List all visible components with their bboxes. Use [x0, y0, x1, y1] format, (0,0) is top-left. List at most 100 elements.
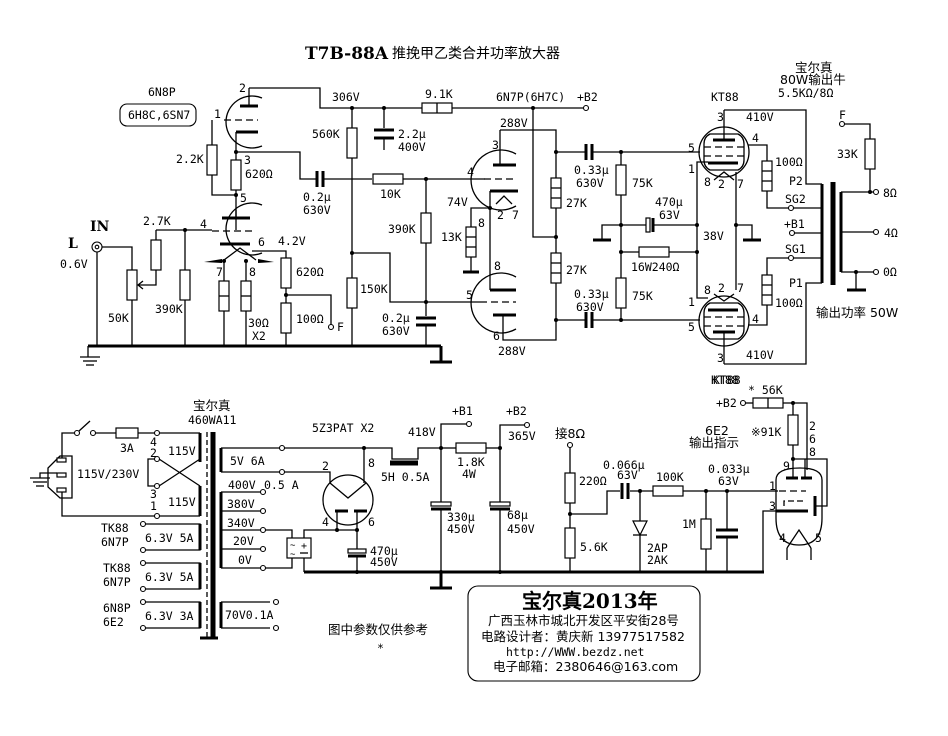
svg-text:~: ~: [290, 550, 296, 560]
svg-text:560K: 560K: [312, 127, 340, 141]
tap-0ohm[interactable]: [872, 268, 880, 276]
svg-text:4: 4: [322, 515, 329, 529]
svg-text:100Ω: 100Ω: [775, 155, 803, 169]
svg-text:115V: 115V: [168, 495, 196, 509]
input-label: IN: [90, 219, 110, 235]
svg-text:4: 4: [752, 312, 759, 326]
input-level: 0.6V: [60, 257, 88, 271]
svg-text:KT88: KT88: [713, 373, 741, 387]
svg-text:2: 2: [497, 208, 504, 222]
credit-title: 宝尔真2013年: [522, 589, 658, 613]
power-switch[interactable]: [78, 420, 91, 432]
svg-text:5: 5: [815, 531, 822, 545]
resistor-1.8k: [455, 442, 487, 454]
svg-text:380V: 380V: [227, 497, 255, 511]
svg-text:2.7K: 2.7K: [143, 214, 171, 228]
svg-text:6: 6: [809, 432, 816, 446]
svg-text:0.033μ: 0.033μ: [708, 462, 750, 476]
tube-label-6n8p: 6N8P: [148, 85, 176, 99]
supply-node-b2: [523, 421, 531, 429]
resistor-75k-upper: [615, 164, 627, 196]
svg-text:306V: 306V: [332, 90, 360, 104]
svg-text:5.6K: 5.6K: [580, 540, 608, 554]
svg-text:1M: 1M: [682, 517, 696, 531]
svg-text:宝尔真: 宝尔真: [795, 60, 833, 75]
svg-text:X2: X2: [252, 329, 266, 343]
svg-text:6E2: 6E2: [705, 423, 729, 438]
svg-text:1: 1: [214, 107, 221, 121]
svg-text:630V: 630V: [382, 324, 410, 338]
svg-text:9: 9: [783, 459, 790, 473]
svg-text:33K: 33K: [837, 147, 858, 161]
svg-text:38V: 38V: [703, 229, 724, 243]
svg-text:30Ω: 30Ω: [248, 316, 269, 330]
splitter-upper-envelope: [470, 149, 517, 211]
svg-text:13K: 13K: [441, 230, 462, 244]
svg-text:6E2: 6E2: [103, 615, 124, 629]
svg-text:1.8K: 1.8K: [457, 455, 485, 469]
credit-email[interactable]: 电子邮箱：2380646@163.com: [493, 659, 678, 674]
resistor-220ohm: [564, 472, 576, 504]
svg-text:8: 8: [249, 265, 256, 279]
power-supply: 宝尔真 460WA11 3A 115V/230V 4 2 3 1 115V 11…: [30, 398, 536, 640]
tap-4ohm[interactable]: [872, 228, 880, 236]
svg-text:3: 3: [150, 487, 157, 501]
output-transformer: 宝尔真 80W输出牛 5.5KΩ/8Ω P2 SG2 +B1 SG1 P1 8Ω…: [778, 60, 898, 320]
svg-text:4.2V: 4.2V: [278, 234, 306, 248]
svg-text:0.33μ: 0.33μ: [574, 163, 609, 177]
diode-2ap: [632, 520, 648, 537]
svg-text:8: 8: [704, 175, 711, 189]
svg-text:630V: 630V: [576, 300, 604, 314]
tap-8ohm[interactable]: [872, 188, 880, 196]
svg-text:2: 2: [239, 81, 246, 95]
svg-text:365V: 365V: [508, 429, 536, 443]
svg-text:+B2: +B2: [577, 90, 598, 104]
svg-text:4W: 4W: [462, 467, 476, 481]
svg-text:9.1K: 9.1K: [425, 87, 453, 101]
svg-text:400V: 400V: [228, 478, 256, 492]
title-subtitle: 推挽甲乙类合并功率放大器: [392, 45, 560, 62]
svg-text:288V: 288V: [500, 116, 528, 130]
svg-text:2AK: 2AK: [647, 553, 668, 567]
svg-text:7: 7: [737, 281, 744, 295]
svg-text:63V: 63V: [617, 468, 638, 482]
svg-text:4: 4: [467, 165, 474, 179]
svg-text:F: F: [337, 320, 344, 334]
svg-text:SG2: SG2: [785, 192, 806, 206]
svg-text:288V: 288V: [498, 344, 526, 358]
resistor-100k: [652, 485, 684, 497]
svg-text:2.2K: 2.2K: [176, 152, 204, 166]
svg-text:6.3V 3A: 6.3V 3A: [145, 609, 194, 623]
svg-text:3: 3: [717, 110, 724, 124]
svg-text:7: 7: [512, 208, 519, 222]
svg-text:8: 8: [494, 259, 501, 273]
resistor-620ohm-b: [280, 257, 292, 289]
svg-text:0.2μ: 0.2μ: [382, 311, 410, 325]
svg-text:6: 6: [368, 515, 375, 529]
resistor-10k: [372, 173, 404, 185]
resistor-1m: [700, 518, 712, 550]
svg-text:1: 1: [688, 295, 695, 309]
svg-text:3: 3: [717, 351, 724, 365]
resistor-13k: [465, 226, 477, 258]
svg-text:0Ω: 0Ω: [883, 265, 897, 279]
svg-text:8Ω: 8Ω: [883, 186, 897, 200]
channel-label: L: [68, 236, 78, 252]
volume-potentiometer[interactable]: [126, 269, 138, 301]
svg-text:5: 5: [466, 288, 473, 302]
node-b2: [582, 104, 590, 112]
svg-text:630V: 630V: [576, 176, 604, 190]
svg-text:460WA11: 460WA11: [188, 413, 237, 427]
svg-text:接8Ω: 接8Ω: [555, 426, 585, 441]
svg-text:80W输出牛: 80W输出牛: [780, 72, 846, 87]
svg-text:输出指示: 输出指示: [689, 435, 739, 450]
svg-text:330μ: 330μ: [447, 510, 475, 524]
feedback-node-f: [327, 323, 335, 331]
svg-text:2.2μ: 2.2μ: [398, 127, 426, 141]
iec-socket-icon[interactable]: [47, 455, 73, 499]
credit-url[interactable]: http://WWW.bezdz.net: [506, 645, 644, 659]
svg-text:5: 5: [240, 191, 247, 205]
svg-text:75K: 75K: [632, 289, 653, 303]
splitter-lower-envelope: [470, 272, 517, 334]
